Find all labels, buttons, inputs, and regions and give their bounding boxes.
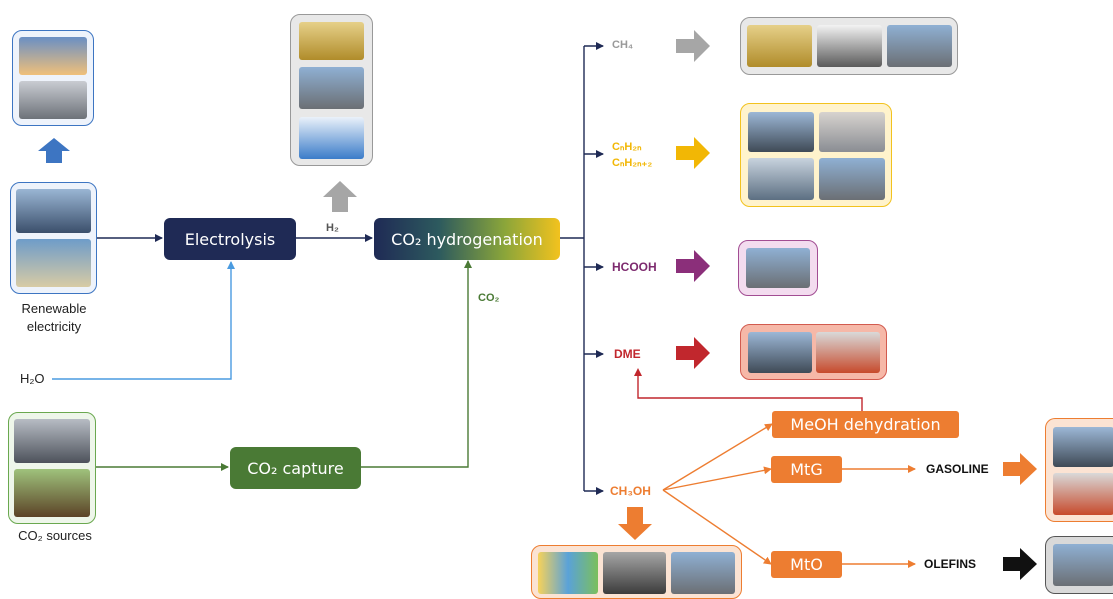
co2-sources-label: CO₂ sources <box>18 528 92 543</box>
electrolysis-label: Electrolysis <box>184 229 276 249</box>
line-ch3oh-meoh-dehydration <box>662 423 773 491</box>
cnh2n2-label: CₙH₂ₙ₊₂ <box>612 157 653 169</box>
meoh-dehydration-label: MeOH dehydration <box>790 415 941 434</box>
meoh-dehydration-node: MeOH dehydration <box>772 411 959 438</box>
ch4-label: CH₄ <box>612 39 634 51</box>
wind-turbines-photo <box>16 239 91 287</box>
ch4-uses-panel <box>740 17 958 75</box>
h2-uses-panel <box>290 14 373 166</box>
ev-charging-photo <box>19 81 87 119</box>
arrow-right-dme <box>676 337 710 369</box>
refinery-photo-4 <box>746 248 810 288</box>
solar-panels-photo <box>16 189 91 233</box>
fuel-cell-diagram <box>538 552 598 594</box>
gasoline-uses-panel <box>1045 418 1113 522</box>
hcooh-label: HCOOH <box>612 260 657 274</box>
co2-label: CO₂ <box>478 292 500 304</box>
refinery-photo-2 <box>887 25 952 67</box>
arrow-right-cnh2n <box>676 137 710 169</box>
h2-label: H₂ <box>326 222 339 234</box>
arrow-up-blue <box>38 138 70 163</box>
mto-node: MtO <box>771 551 842 578</box>
co2-capture-label: CO₂ capture <box>247 458 344 478</box>
mto-label: MtO <box>790 555 823 574</box>
refinery-photo <box>299 67 364 109</box>
line-ch3oh-mto <box>662 489 772 565</box>
smokestacks-photo <box>14 419 90 463</box>
methanol-uses-panel <box>531 545 742 599</box>
plant-sprout-photo <box>14 469 90 517</box>
co2-hydrogenation-node: CO₂ hydrogenation <box>374 218 560 260</box>
cargo-ship-photo <box>748 158 814 200</box>
hcooh-uses-panel <box>738 240 818 296</box>
co2-sources-panel <box>8 412 96 524</box>
co2-capture-node: CO₂ capture <box>230 447 361 489</box>
ch3oh-label: CH₃OH <box>610 484 651 498</box>
hydrocarbon-uses-panel <box>740 103 892 207</box>
airplane-photo <box>819 112 885 152</box>
line-capture-hydrogenation <box>361 260 472 468</box>
gasoline-label: GASOLINE <box>926 462 989 476</box>
renewable-electricity-label: Renewable electricity <box>21 301 87 334</box>
truck-photo <box>748 112 814 152</box>
arrow-up-gray <box>323 181 357 212</box>
line-dehydration-dme <box>634 368 863 411</box>
arrow-right-ch4 <box>676 30 710 62</box>
cng-fuel-nozzle-photo <box>817 25 882 67</box>
refinery-photo-5 <box>671 552 735 594</box>
car-interior-photo <box>603 552 666 594</box>
mtg-label: MtG <box>790 460 823 479</box>
hydrogen-car-photo <box>299 117 364 159</box>
refinery-photo-6 <box>1053 544 1113 586</box>
olefins-uses-panel <box>1045 536 1113 594</box>
power-lines-photo <box>19 37 87 75</box>
arrow-right-gasoline <box>1003 453 1037 485</box>
line-h2o-electrolysis <box>52 261 235 380</box>
h2o-label: H₂O <box>20 371 45 386</box>
truck-photo-2 <box>748 332 812 373</box>
arrow-down-ch3oh <box>618 507 652 540</box>
dme-uses-panel <box>740 324 887 380</box>
arrow-right-hcooh <box>676 250 710 282</box>
truck-photo-3 <box>1053 427 1113 467</box>
fuel-pump-photo-2 <box>1053 473 1113 515</box>
refinery-photo-3 <box>819 158 885 200</box>
fuel-pump-photo <box>816 332 880 373</box>
co2-hydrogenation-label: CO₂ hydrogenation <box>391 229 543 249</box>
gas-pipeline-photo <box>299 22 364 60</box>
dme-label: DME <box>614 347 641 361</box>
arrow-right-olefins <box>1003 548 1037 580</box>
renewable-panel <box>10 182 97 294</box>
gas-pipeline-photo-2 <box>747 25 812 67</box>
line-ch3oh-mtg <box>662 466 772 491</box>
ev-power-panel <box>12 30 94 126</box>
mtg-node: MtG <box>771 456 842 483</box>
olefins-label: OLEFINS <box>924 557 977 571</box>
electrolysis-node: Electrolysis <box>164 218 296 260</box>
cnh2n-label: CₙH₂ₙ <box>612 141 642 153</box>
